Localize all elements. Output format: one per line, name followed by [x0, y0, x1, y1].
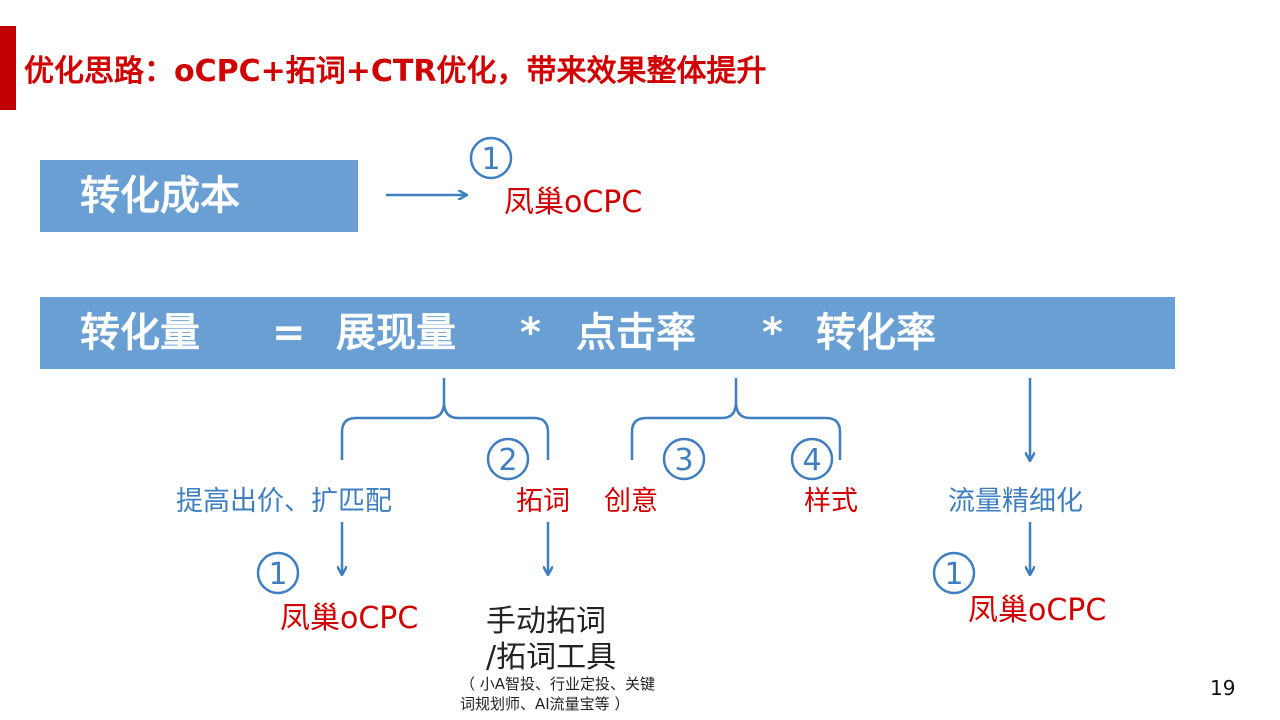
number-badge-cost: 1 [469, 136, 513, 180]
formula-cvr: 转化率 [816, 310, 936, 356]
formula-ctr: 点击率 [576, 310, 696, 356]
conversion-cost-box: 转化成本 [40, 160, 358, 232]
svg-text:1: 1 [944, 557, 963, 592]
left-result-label: 凤巢oCPC [280, 601, 419, 636]
number-badge-expand: 2 [486, 437, 530, 481]
formula-times-2: * [762, 310, 783, 356]
middle-result-line1: 手动拓词 [486, 604, 606, 639]
middle-result-note-line2: 词规划师、AI流量宝等 ） [460, 695, 630, 713]
formula-equals: = [272, 310, 306, 356]
right-result-label: 凤巢oCPC [968, 593, 1107, 628]
formula-impressions: 展现量 [336, 310, 456, 356]
number-badge-creative: 3 [662, 437, 706, 481]
formula-times-1: * [520, 310, 541, 356]
cost-result-label: 凤巢oCPC [504, 185, 643, 220]
svg-text:1: 1 [268, 557, 287, 592]
svg-text:3: 3 [674, 443, 693, 478]
branch-bid-label: 提高出价、扩匹配 [176, 486, 392, 517]
conversion-formula-box: 转化量 = 展现量 * 点击率 * 转化率 [40, 297, 1175, 369]
branch-traffic-label: 流量精细化 [948, 486, 1083, 517]
slide-title: 优化思路：oCPC+拓词+CTR优化，带来效果整体提升 [24, 54, 767, 89]
number-badge-left-result: 1 [256, 551, 300, 595]
impressions-bracket [340, 378, 550, 460]
branch-expand-label: 拓词 [516, 486, 570, 517]
svg-text:4: 4 [802, 443, 821, 478]
middle-result-line2: /拓词工具 [486, 640, 617, 675]
page-number: 19 [1210, 676, 1236, 700]
branch-style-label: 样式 [804, 486, 858, 517]
title-accent-bar [0, 26, 16, 110]
formula-conversion-volume: 转化量 [80, 310, 200, 356]
branch-creative-label: 创意 [604, 486, 658, 517]
middle-result-note-line1: （ 小A智投、行业定投、关键 [460, 675, 656, 693]
number-badge-right-result: 1 [932, 551, 976, 595]
number-badge-style: 4 [790, 437, 834, 481]
svg-text:1: 1 [481, 142, 500, 177]
svg-text:2: 2 [498, 443, 517, 478]
ctr-bracket [630, 378, 842, 460]
